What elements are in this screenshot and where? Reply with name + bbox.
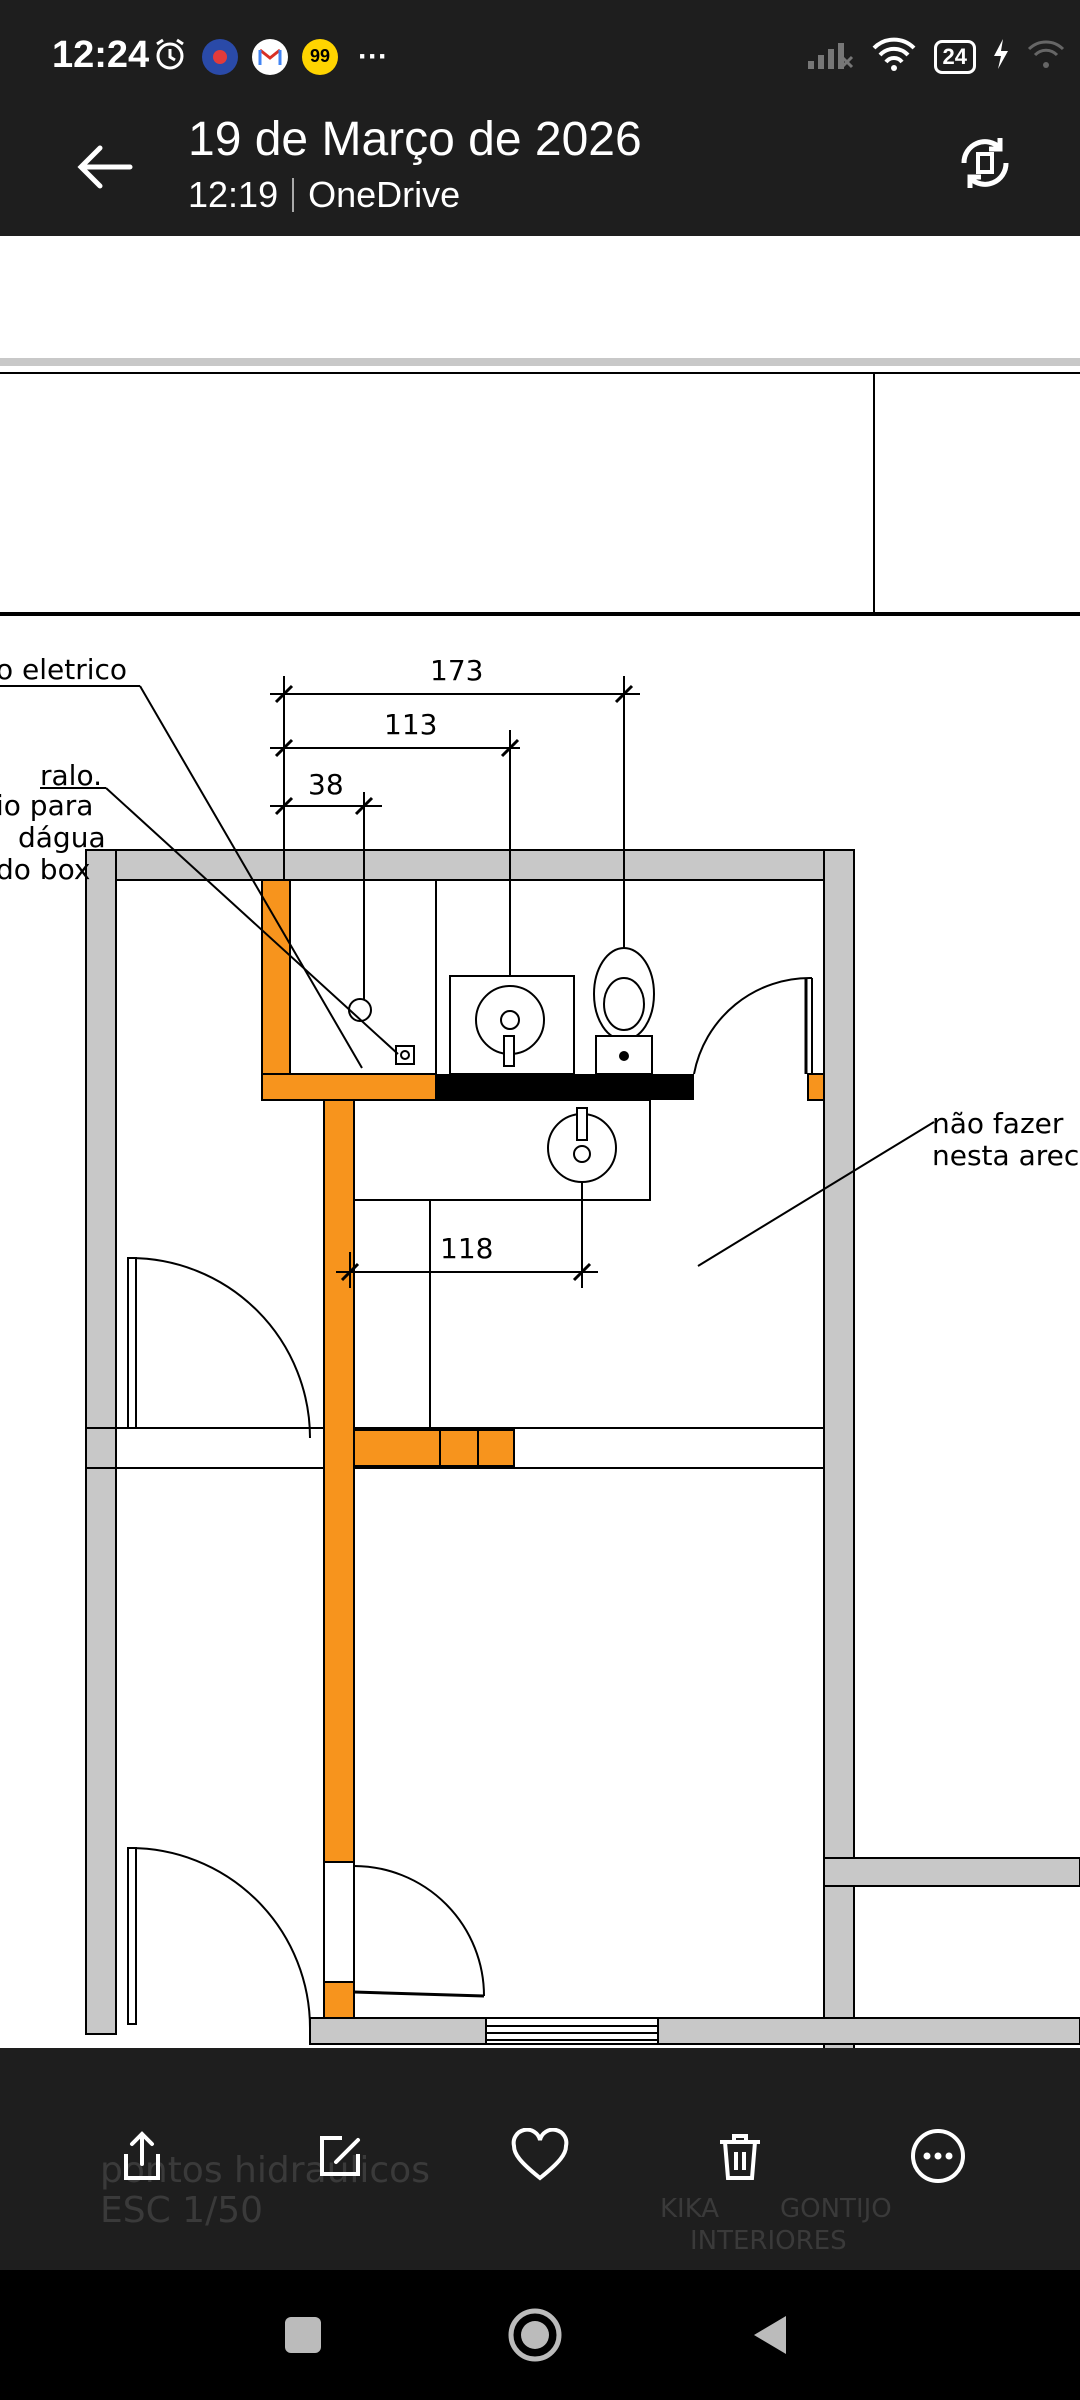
dimension-38: 38	[308, 768, 344, 801]
home-button[interactable]	[490, 2290, 580, 2380]
arrow-left-icon	[77, 145, 133, 189]
dimension-118: 118	[440, 1232, 494, 1265]
note-nesta-area: nesta arec	[932, 1139, 1080, 1172]
charging-icon	[992, 37, 1010, 76]
recents-button[interactable]	[258, 2290, 348, 2380]
edit-button[interactable]	[290, 2106, 390, 2206]
image-viewer[interactable]: 173 113 38 118 o eletrico ralo. io para …	[0, 236, 1080, 2048]
file-source: OneDrive	[308, 174, 461, 215]
delete-button[interactable]	[690, 2106, 790, 2206]
studio-name-2: GONTIJO	[780, 2194, 892, 2224]
status-bar: 12:24 99 ··· 24	[0, 0, 1080, 112]
capture-time: 12:19	[188, 174, 279, 215]
rotate-icon	[961, 138, 1009, 188]
more-icon	[911, 2129, 965, 2183]
share-icon	[124, 2131, 160, 2180]
back-button[interactable]	[70, 132, 140, 202]
navigation-bar	[0, 2270, 1080, 2400]
subtitle-divider	[292, 178, 295, 212]
studio-name-3: INTERIORES	[690, 2226, 847, 2256]
edit-icon	[320, 2136, 360, 2176]
app-notification-icon	[202, 38, 238, 75]
more-notifications-icon: ···	[358, 39, 388, 73]
back-nav-button[interactable]	[726, 2290, 816, 2380]
trash-icon	[720, 2134, 760, 2180]
note-ralo: ralo.	[40, 759, 102, 792]
note-ralo-line3: dágua	[18, 821, 106, 854]
favorite-button[interactable]	[490, 2106, 590, 2206]
notification-icons: 99 ···	[152, 36, 388, 77]
alarm-icon	[152, 36, 188, 77]
wifi-secondary-icon	[1026, 39, 1066, 74]
action-bar: pontos hidraulicos ESC 1/50 KIKA GONTIJO…	[0, 2048, 1080, 2270]
note-ralo-line2: io para	[0, 789, 94, 822]
square-icon	[285, 2317, 321, 2353]
battery-level: 24	[933, 39, 976, 74]
dimension-173: 173	[430, 654, 484, 687]
app-bar: 19 de Março de 2026 12:19 OneDrive	[0, 112, 1080, 236]
share-button[interactable]	[92, 2106, 192, 2206]
note-eletrico: o eletrico	[0, 653, 128, 686]
drawing-scale: ESC 1/50	[100, 2190, 264, 2231]
system-icons: 24	[806, 36, 1066, 77]
more-button[interactable]	[888, 2106, 988, 2206]
studio-name-1: KIKA	[660, 2194, 720, 2224]
page-title: 19 de Março de 2026	[188, 113, 642, 166]
rotate-button[interactable]	[950, 128, 1020, 198]
dimension-113: 113	[384, 708, 438, 741]
page-subtitle: 12:19 OneDrive	[188, 174, 460, 216]
floor-plan-drawing	[0, 358, 1080, 2048]
gmail-icon	[252, 38, 288, 75]
drawing-caption: pontos hidraulicos	[100, 2150, 430, 2191]
home-circle-icon	[508, 2308, 562, 2362]
status-time: 12:24	[52, 34, 150, 76]
heart-icon	[511, 2128, 569, 2181]
note-ralo-line4: do box	[0, 853, 91, 886]
signal-icon	[806, 37, 854, 76]
note-nao-fazer: não fazer	[932, 1107, 1064, 1140]
app-99-icon: 99	[302, 38, 338, 75]
wifi-icon	[870, 36, 918, 77]
triangle-back-icon	[754, 2316, 786, 2354]
